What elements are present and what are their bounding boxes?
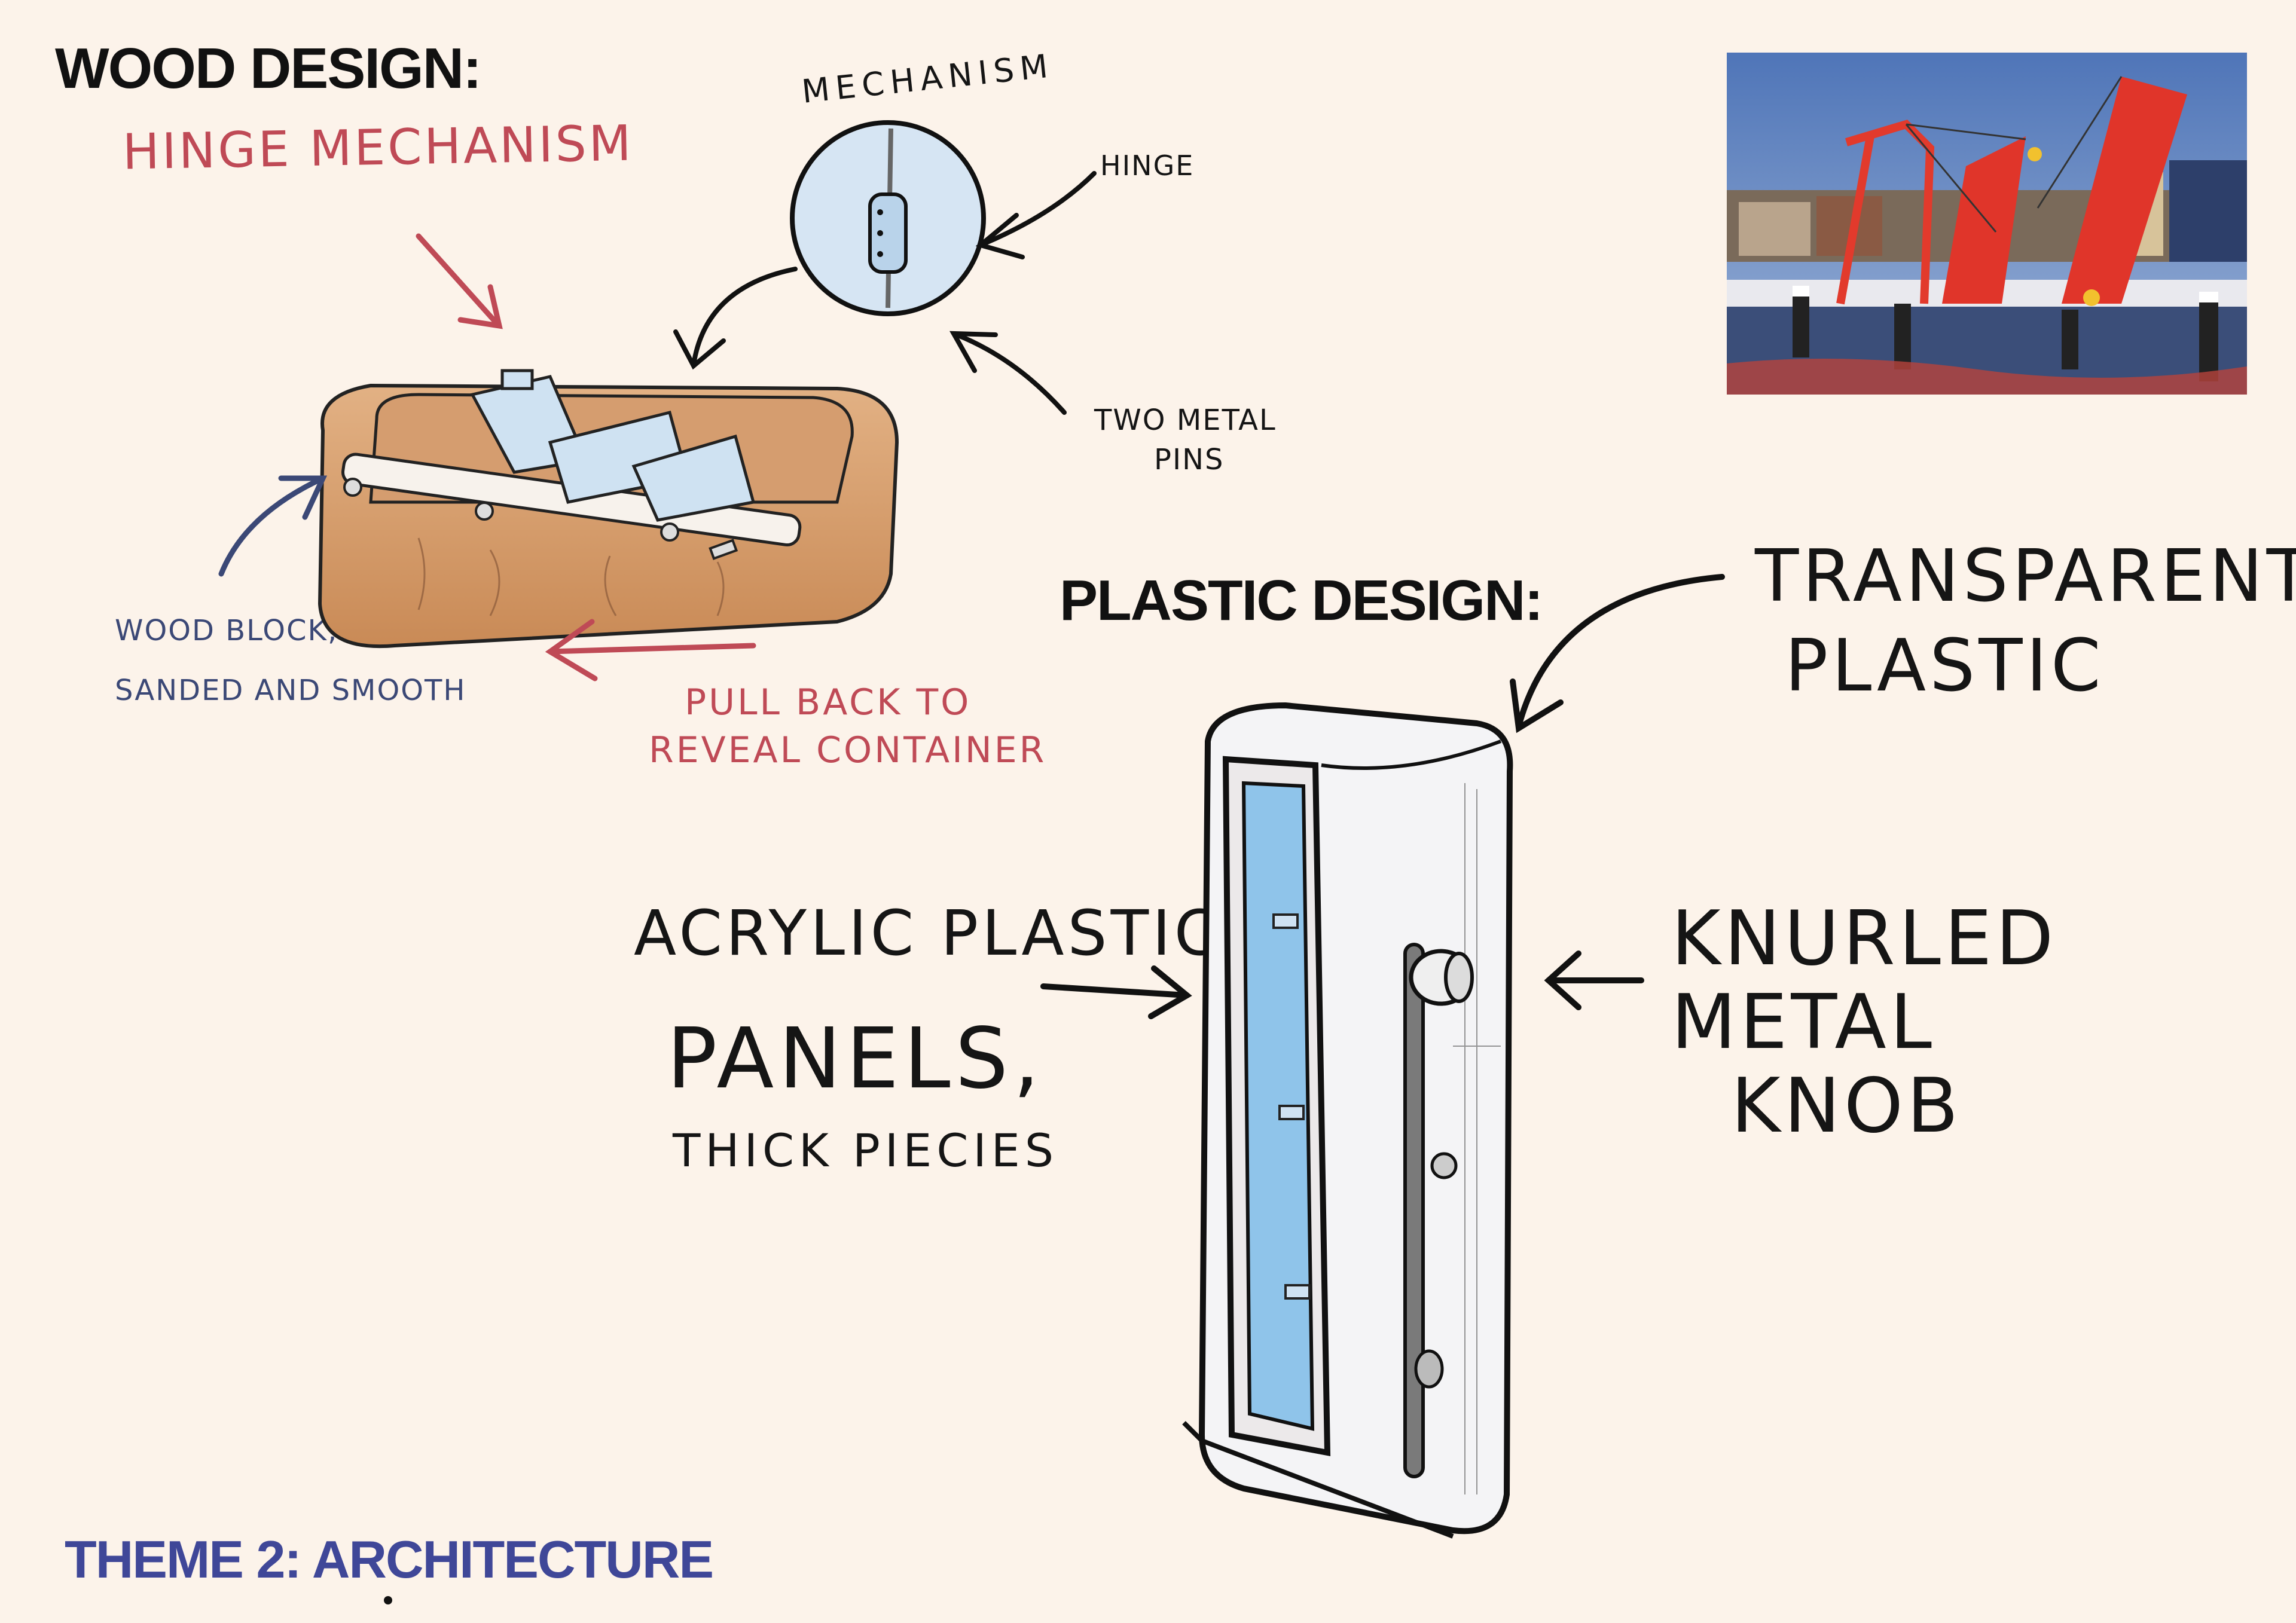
transparent-plastic-label: TRANSPARENT PLASTIC xyxy=(1755,532,2296,711)
knurled-knob-icon xyxy=(1409,949,1474,1006)
acrylic-line-3: THICK PIECIES xyxy=(673,1124,1059,1177)
hinge-callout-label: HINGE xyxy=(1100,149,1195,182)
knob-line-2: KNOB xyxy=(1731,1062,1962,1150)
wood-block-label: WOOD BLOCK, SANDED AND SMOOTH xyxy=(115,601,466,720)
bridge-reference-photo xyxy=(1727,53,2247,395)
acrylic-line-2: PANELS, xyxy=(667,1010,1045,1108)
plastic-cabinet-sketch xyxy=(1182,702,1513,1539)
knurled-knob-label: KNURLED METAL KNOB xyxy=(1671,897,2296,1148)
plastic-design-title: PLASTIC DESIGN: xyxy=(1060,568,1543,632)
block-line-2: SANDED AND SMOOTH xyxy=(115,674,466,707)
pins-line-1: TWO METAL xyxy=(1094,404,1277,437)
footer-dot xyxy=(384,1596,392,1604)
wood-box-sketch xyxy=(317,369,899,649)
transparent-line-2: PLASTIC xyxy=(1785,625,2105,708)
acrylic-line-1: ACRYLIC PLASTIC xyxy=(634,897,1222,970)
pull-line-1: PULL BACK TO xyxy=(685,681,972,723)
pull-line-2: REVEAL CONTAINER xyxy=(649,729,1047,771)
knob-line-1: KNURLED METAL xyxy=(1671,894,2057,1066)
transparent-line-1: TRANSPARENT xyxy=(1755,535,2296,618)
theme-footer: THEME 2: ARCHITECTURE xyxy=(65,1530,714,1589)
mechanism-detail xyxy=(790,120,986,316)
pull-back-label: PULL BACK TO REVEAL CONTAINER xyxy=(649,678,1046,774)
block-line-1: WOOD BLOCK, xyxy=(115,614,338,647)
wood-design-title: WOOD DESIGN: xyxy=(55,36,482,100)
pins-line-2: PINS xyxy=(1154,443,1225,476)
two-metal-pins-label: TWO METAL PINS xyxy=(1094,401,1277,479)
